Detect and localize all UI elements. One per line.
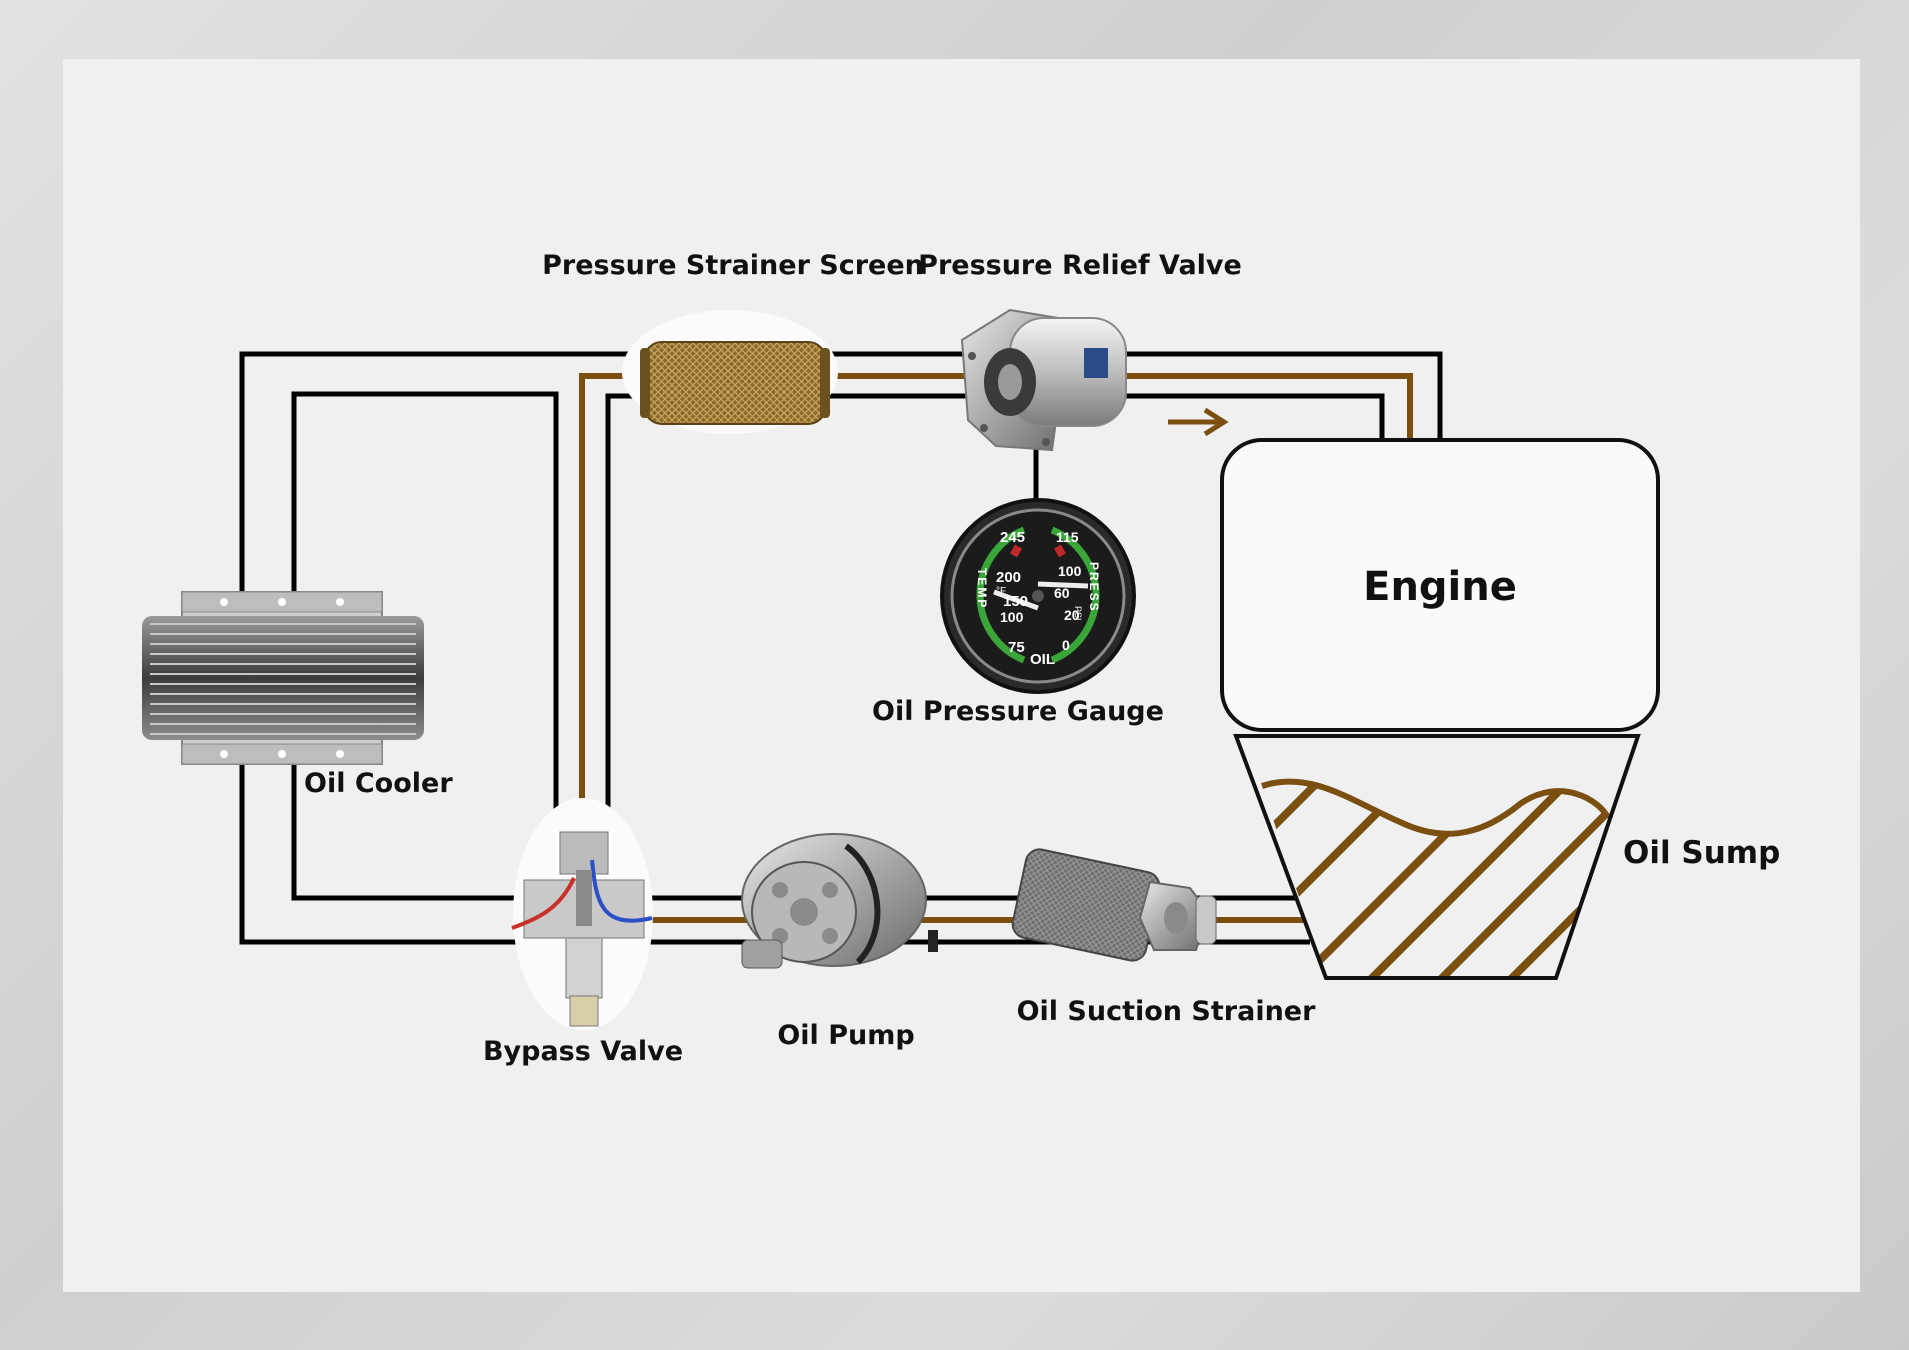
bypass-valve-icon <box>511 798 653 1030</box>
gauge-press-tick-100: 100 <box>1058 563 1082 579</box>
gauge-temp-tick-200: 200 <box>996 569 1021 586</box>
pressure-relief-valve-icon <box>960 308 1127 452</box>
oil-suction-strainer-icon <box>1011 848 1217 962</box>
oil-cooler-icon <box>142 591 424 765</box>
pipe-cooler-return-lower <box>239 760 520 945</box>
bypass-valve-label: Bypass Valve <box>483 1036 683 1067</box>
gauge-press-tick-115: 115 <box>1056 529 1079 545</box>
oil-cooler-label: Oil Cooler <box>304 768 453 799</box>
oil-sump-label: Oil Sump <box>1623 835 1780 871</box>
oil-suction-strainer-label: Oil Suction Strainer <box>1017 996 1317 1027</box>
engine-block <box>1220 438 1660 732</box>
pressure-strainer-screen-label: Pressure Strainer Screen <box>542 250 924 281</box>
pipe-outer-loop <box>239 351 1443 596</box>
engine-label: Engine <box>1363 564 1517 610</box>
oil-pump-icon <box>741 833 938 969</box>
gauge-temp-unit: °F <box>996 586 1006 597</box>
gauge-temp-tick-100: 100 <box>1000 609 1024 625</box>
gauge-temp-tick-245: 245 <box>1000 529 1025 546</box>
gauge-press-tick-20: 20 <box>1064 607 1080 623</box>
gauge-temp-word: TEMP <box>975 568 989 609</box>
oil-sump <box>1233 734 1641 980</box>
oil-pump-label: Oil Pump <box>777 1020 914 1051</box>
gauge-center-word: OIL <box>1030 651 1055 668</box>
oil-pressure-gauge: 245 200 150 100 75 °F 115 100 60 20 0 PS… <box>940 498 1136 694</box>
flow-arrow-icon <box>1168 407 1229 437</box>
pressure-relief-valve-label: Pressure Relief Valve <box>918 250 1242 281</box>
gauge-temp-tick-75: 75 <box>1008 639 1025 656</box>
gauge-temp-tick-150: 150 <box>1003 593 1028 610</box>
gauge-press-word: PRESS <box>1087 562 1101 613</box>
gauge-press-unit: PSI <box>1073 606 1083 621</box>
pipe-cooler-return-inner <box>291 760 520 901</box>
pressure-strainer-screen-icon <box>622 310 838 434</box>
gauge-press-tick-60: 60 <box>1054 585 1070 601</box>
oil-pressure-gauge-label: Oil Pressure Gauge <box>872 696 1164 727</box>
gauge-press-tick-0: 0 <box>1062 637 1070 653</box>
pipe-cooler-inner-top <box>291 391 559 828</box>
